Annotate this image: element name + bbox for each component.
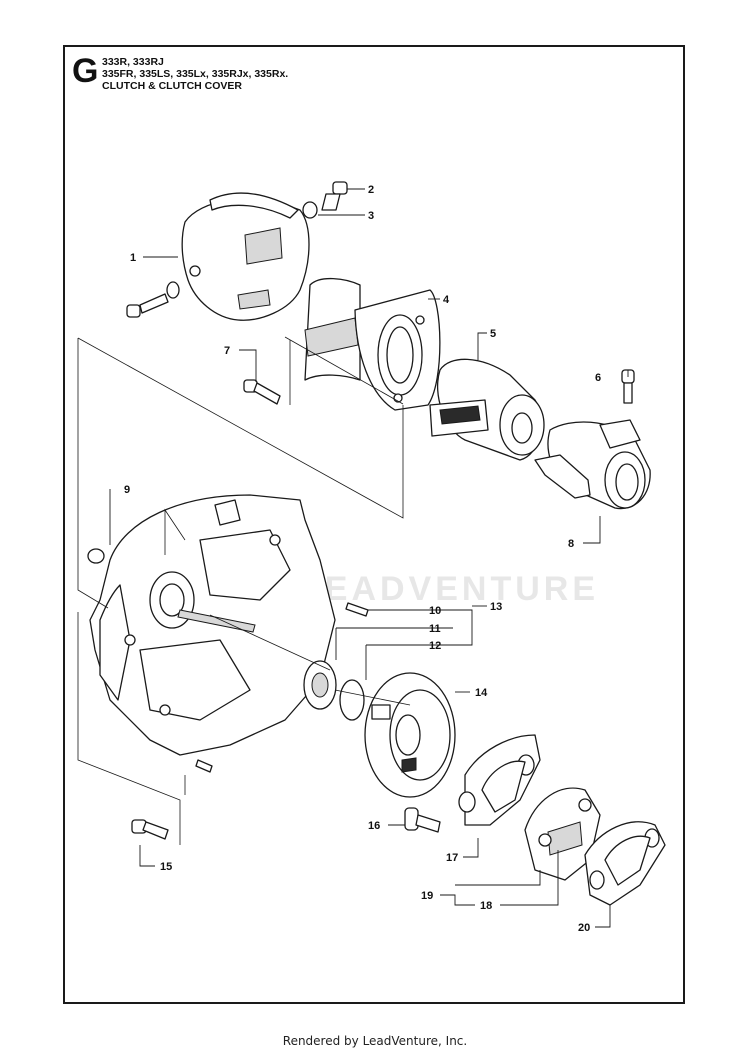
assembly-guides bbox=[77, 336, 411, 845]
part-4-clutch-housing[interactable] bbox=[304, 277, 441, 411]
part-5-sleeve[interactable] bbox=[429, 358, 545, 461]
callout-11: 11 bbox=[429, 623, 441, 635]
callout-3: 3 bbox=[368, 210, 374, 222]
callout-2: 2 bbox=[368, 184, 374, 196]
part-12-circlip[interactable] bbox=[339, 679, 365, 721]
callout-14: 14 bbox=[475, 687, 488, 699]
footer-credit: Rendered by LeadVenture, Inc. bbox=[282, 1034, 468, 1048]
callout-20: 20 bbox=[578, 922, 590, 934]
part-10-pin[interactable] bbox=[345, 602, 369, 617]
part-18-clutch-shoes[interactable] bbox=[524, 787, 601, 881]
leader-lines bbox=[109, 188, 629, 928]
part-15-screw[interactable] bbox=[131, 819, 169, 840]
part-9-circlip[interactable] bbox=[87, 548, 105, 564]
callout-6: 6 bbox=[595, 372, 601, 384]
part-7-screw[interactable] bbox=[243, 379, 281, 405]
callout-16: 16 bbox=[368, 820, 380, 832]
part-20-washer[interactable] bbox=[584, 821, 666, 906]
part-3-o-ring[interactable] bbox=[302, 201, 318, 219]
part-1-clutch-cover[interactable] bbox=[181, 192, 310, 321]
section-letter: G bbox=[72, 52, 99, 90]
part-16-screw[interactable] bbox=[404, 807, 441, 833]
cover-screw-left bbox=[126, 281, 180, 318]
callout-9: 9 bbox=[124, 484, 130, 496]
part-2-screw[interactable] bbox=[321, 181, 348, 211]
models-line-1: 333R, 333RJ bbox=[102, 56, 164, 68]
section-title: CLUTCH & CLUTCH COVER bbox=[102, 80, 242, 92]
part-11-bearing[interactable] bbox=[303, 660, 337, 710]
part-17-washer[interactable] bbox=[458, 734, 541, 826]
models-line-2: 335FR, 335LS, 335Lx, 335RJx, 335Rx. bbox=[102, 68, 289, 80]
watermark: LEADVENTURE bbox=[300, 570, 600, 608]
callout-18: 18 bbox=[480, 900, 492, 912]
crankcase-cover bbox=[89, 494, 336, 756]
diagram-frame bbox=[63, 45, 685, 1004]
callout-19: 19 bbox=[421, 890, 433, 902]
callout-10: 10 bbox=[429, 605, 441, 617]
part-8-clamp[interactable] bbox=[534, 419, 651, 510]
callout-5: 5 bbox=[490, 328, 496, 340]
part-14-clutch-drum[interactable] bbox=[364, 672, 456, 798]
callout-17: 17 bbox=[446, 852, 458, 864]
callout-8: 8 bbox=[568, 538, 574, 550]
callout-13: 13 bbox=[490, 601, 502, 613]
callout-7: 7 bbox=[224, 345, 230, 357]
crankcase-pin bbox=[195, 759, 213, 773]
callout-4: 4 bbox=[443, 294, 450, 306]
callout-15: 15 bbox=[160, 861, 172, 873]
callout-1: 1 bbox=[130, 252, 136, 264]
callout-12: 12 bbox=[429, 640, 441, 652]
